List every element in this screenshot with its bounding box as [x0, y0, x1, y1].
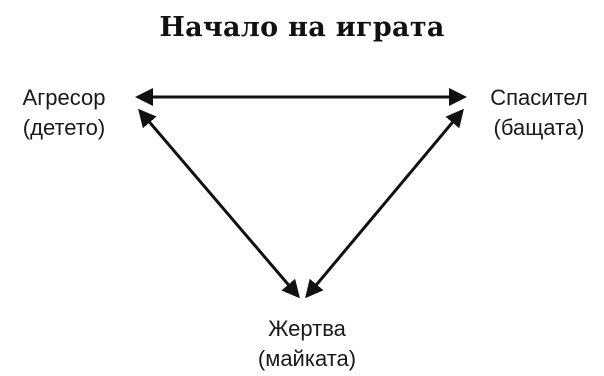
node-victim-role: Жертва	[268, 316, 346, 341]
node-victim: Жертва (майката)	[232, 314, 382, 374]
node-aggressor-person: (детето)	[22, 115, 106, 140]
node-rescuer-role: Спасител	[490, 85, 588, 110]
node-aggressor-role: Агресор	[22, 85, 106, 110]
node-victim-person: (майката)	[257, 346, 357, 371]
edge-aggressor-victim	[138, 108, 300, 299]
diagram-title: Начало на играта	[159, 12, 445, 43]
node-rescuer: Спасител (бащата)	[477, 83, 601, 143]
node-rescuer-person: (бащата)	[493, 115, 585, 140]
edge-rescuer-victim	[305, 108, 464, 299]
node-aggressor: Агресор (детето)	[6, 83, 122, 143]
